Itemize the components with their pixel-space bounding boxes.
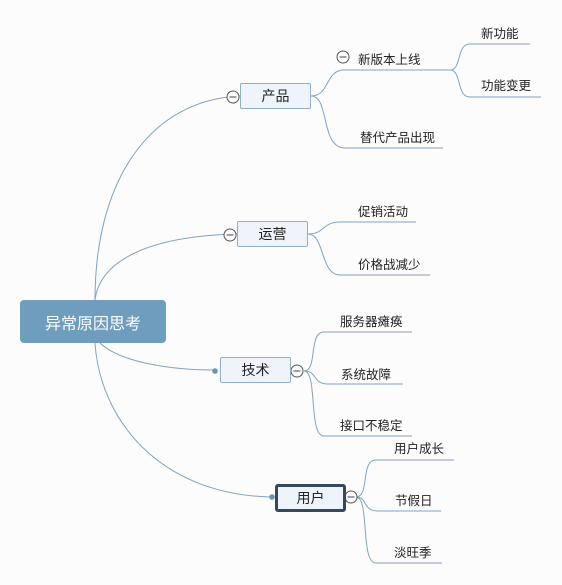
connector-root-user [94,342,273,498]
connector-dot-user [269,494,275,500]
collapse-toggle-tech[interactable] [290,364,304,378]
subtopic-price-war[interactable]: 价格战减少 [358,257,421,272]
connector-newversion-featurechange [449,69,541,98]
collapse-toggle-newversion[interactable] [336,50,350,64]
subtopic-new-version[interactable]: 新版本上线 [358,52,421,67]
connector-dot-tech [212,368,218,374]
subtopic-server-down[interactable]: 服务器瘫痪 [340,314,403,329]
connector-tech-api [303,370,412,437]
topic-label: 技术 [241,363,270,379]
subtopic-promotion[interactable]: 促销活动 [358,204,409,219]
collapse-toggle-product[interactable] [226,90,240,104]
connector-ops-promo [307,221,416,235]
topic-operations[interactable]: 运营 [237,221,308,247]
connector-tech-server [303,331,412,372]
connector-root-product [94,95,241,301]
subtopic-system-failure[interactable]: 系统故障 [341,367,392,382]
collapse-toggle-user[interactable] [344,490,358,504]
subtopic-feature-change[interactable]: 功能变更 [481,78,532,93]
connector-root-operations [94,233,238,301]
topic-product[interactable]: 产品 [240,83,311,109]
subtopic-substitute[interactable]: 替代产品出现 [360,130,436,145]
topic-user[interactable]: 用户 [275,484,346,512]
root-topic[interactable]: 异常原因思考 [20,300,166,343]
topic-label: 运营 [258,227,287,243]
root-topic-label: 异常原因思考 [44,313,141,333]
connector-product-newversion [310,69,450,97]
connector-ops-pricewar [307,233,430,276]
connector-user-holiday [355,496,441,512]
connector-user-growth [355,459,454,498]
connector-tech-system [303,370,403,385]
subtopic-api-unstable[interactable]: 接口不稳定 [340,418,403,433]
subtopic-new-feature[interactable]: 新功能 [481,26,519,41]
collapse-toggle-operations[interactable] [223,228,237,242]
topic-label: 产品 [261,89,290,105]
connector-product-substitute [310,95,443,149]
topic-tech[interactable]: 技术 [220,357,291,383]
subtopic-user-growth[interactable]: 用户成长 [394,441,445,456]
connector-newversion-newfeature [449,43,530,71]
subtopic-holiday[interactable]: 节假日 [395,493,433,508]
subtopic-season[interactable]: 淡旺季 [394,545,432,560]
topic-label: 用户 [296,491,325,507]
connector-user-season [355,496,442,564]
connector-root-tech [99,342,215,371]
